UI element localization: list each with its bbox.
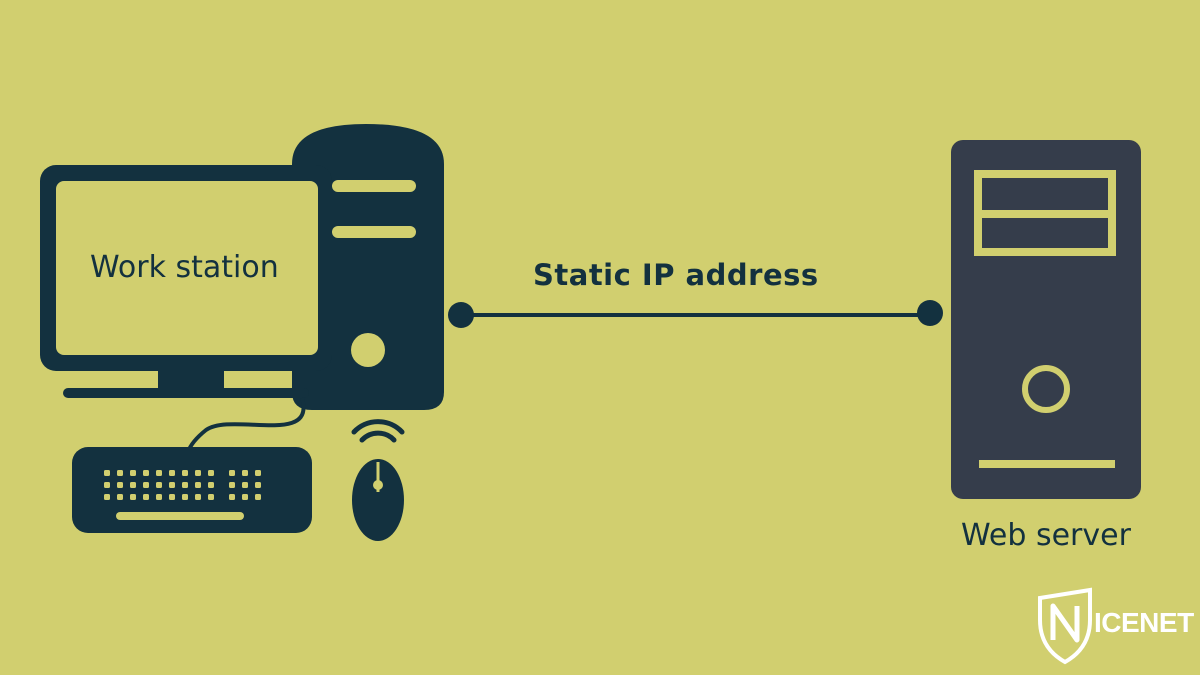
keyboard-key xyxy=(169,470,175,476)
keyboard-key xyxy=(143,494,149,500)
keyboard-key xyxy=(130,494,136,500)
keyboard-key xyxy=(169,494,175,500)
keyboard-key xyxy=(242,470,248,476)
keyboard-key xyxy=(117,482,123,488)
keyboard-key xyxy=(208,470,214,476)
keyboard-key xyxy=(242,494,248,500)
keyboard-key xyxy=(104,470,110,476)
connection-link xyxy=(448,300,943,328)
brand-logo-text: ICENET xyxy=(1094,607,1194,638)
connection-label: Static IP address xyxy=(533,258,819,292)
keyboard-key xyxy=(117,470,123,476)
keyboard-key xyxy=(182,470,188,476)
keyboard-key xyxy=(255,470,261,476)
keyboard-icon xyxy=(72,447,312,533)
keyboard-key xyxy=(130,482,136,488)
wireless-mouse-icon xyxy=(351,419,405,541)
keyboard-key xyxy=(229,482,235,488)
desktop-computer-icon xyxy=(40,124,444,410)
keyboard-key xyxy=(182,494,188,500)
keyboard-key xyxy=(104,494,110,500)
keyboard-key xyxy=(195,494,201,500)
keyboard-key xyxy=(156,494,162,500)
keyboard-key xyxy=(143,470,149,476)
keyboard-key xyxy=(229,494,235,500)
keyboard-key xyxy=(156,482,162,488)
keyboard-key xyxy=(182,482,188,488)
keyboard-key xyxy=(255,482,261,488)
keyboard-key xyxy=(208,494,214,500)
workstation-label: Work station xyxy=(90,250,279,285)
keyboard-key xyxy=(208,482,214,488)
keyboard-key xyxy=(169,482,175,488)
keyboard-key xyxy=(195,482,201,488)
server-label: Web server xyxy=(961,518,1131,553)
keyboard-key xyxy=(242,482,248,488)
keyboard-key xyxy=(130,470,136,476)
keyboard-key xyxy=(255,494,261,500)
server-tower-icon xyxy=(951,140,1141,499)
keyboard-key xyxy=(156,470,162,476)
keyboard-key xyxy=(229,470,235,476)
keyboard-key xyxy=(195,470,201,476)
keyboard-key xyxy=(143,482,149,488)
icenet-logo-icon xyxy=(1038,587,1092,665)
keyboard-key xyxy=(104,482,110,488)
keyboard-key xyxy=(117,494,123,500)
